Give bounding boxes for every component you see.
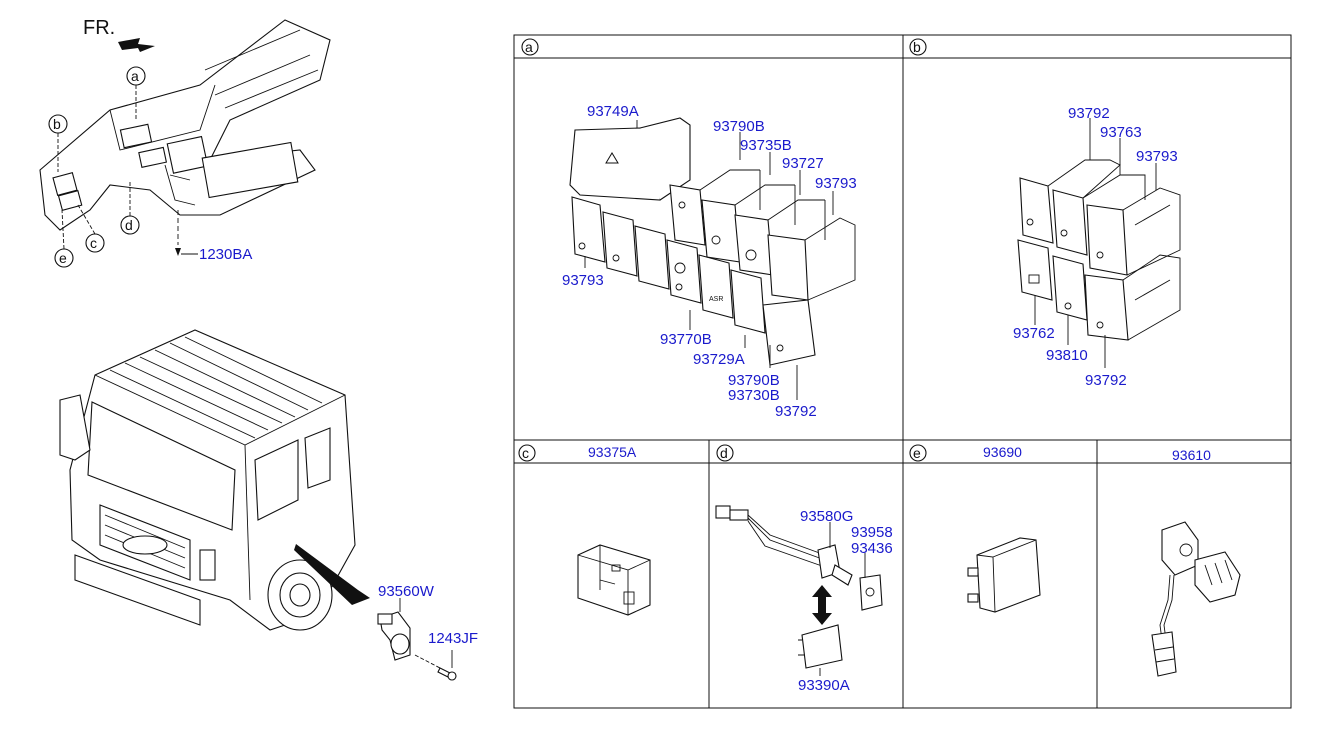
front-label: FR. (83, 17, 115, 39)
panel-f-socket: 93610 (1151, 447, 1241, 677)
callout-e: e (54, 209, 74, 268)
part-93762: 93762 (1013, 325, 1055, 342)
part-93690: 93690 (983, 444, 1022, 460)
svg-text:ASR: ASR (709, 296, 723, 303)
part-1230BA: 1230BA (199, 246, 252, 263)
part-93793-bottom: 93793 (562, 272, 604, 289)
svg-text:e: e (913, 445, 921, 461)
panel-a-switches: ASR 93749A 93790B 93735B 93727 93793 937… (562, 103, 857, 420)
svg-text:b: b (53, 116, 61, 132)
panel-b-tag: b (909, 38, 927, 56)
panel-a-tag: a (521, 38, 539, 56)
part-93735B: 93735B (740, 137, 792, 154)
part-93390A: 93390A (798, 677, 850, 694)
part-93810: 93810 (1046, 347, 1088, 364)
svg-text:e: e (59, 250, 67, 266)
door-switch: 93560W 1243JF (377, 583, 478, 681)
panel-e-tag: e (909, 444, 927, 462)
callout-a: a (126, 66, 146, 120)
part-1243JF: 1243JF (428, 630, 478, 647)
part-93375A: 93375A (588, 444, 637, 460)
swap-arrow-icon (812, 585, 832, 625)
svg-text:a: a (131, 68, 139, 84)
part-93729A: 93729A (693, 351, 745, 368)
part-93727: 93727 (782, 155, 824, 172)
panel-d-tag: d (716, 444, 734, 462)
svg-text:a: a (525, 39, 533, 55)
truck-cab (59, 329, 370, 631)
part-93793-top: 93793 (815, 175, 857, 192)
part-93749A: 93749A (587, 103, 639, 120)
part-93790B: 93790B (713, 118, 765, 135)
part-93730B: 93730B (728, 387, 780, 404)
svg-text:d: d (720, 445, 728, 461)
callout-b: b (48, 114, 68, 172)
callout-c: c (77, 204, 105, 253)
part-93958: 93958 (851, 524, 893, 541)
part-93792: 93792 (775, 403, 817, 420)
part-93790B-lower: 93790B (728, 372, 780, 389)
front-arrow-icon (118, 38, 155, 52)
svg-text:b: b (913, 39, 921, 55)
part-93792-top: 93792 (1068, 105, 1110, 122)
part-93792-bottom: 93792 (1085, 372, 1127, 389)
parts-grid (513, 34, 1292, 709)
panel-d-switch: 93580G 93958 93436 93390A (715, 505, 893, 694)
part-93610: 93610 (1172, 447, 1211, 463)
part-93793: 93793 (1136, 148, 1178, 165)
panel-c-tag: c (518, 444, 536, 462)
part-93436: 93436 (851, 540, 893, 557)
svg-text:c: c (90, 235, 97, 251)
panel-b-switches: 93792 93763 93793 93762 93810 93792 (1013, 105, 1181, 389)
dashboard-overview: FR. a b c d (39, 17, 331, 268)
callout-d: d (120, 182, 140, 235)
part-93560W: 93560W (378, 583, 435, 600)
part-93770B: 93770B (660, 331, 712, 348)
panel-c-blank-switch: 93375A (577, 444, 651, 616)
svg-text:d: d (125, 217, 133, 233)
panel-e-cover: 93690 (967, 444, 1041, 613)
svg-text:c: c (522, 445, 529, 461)
part-93763: 93763 (1100, 124, 1142, 141)
part-93580G: 93580G (800, 508, 853, 525)
